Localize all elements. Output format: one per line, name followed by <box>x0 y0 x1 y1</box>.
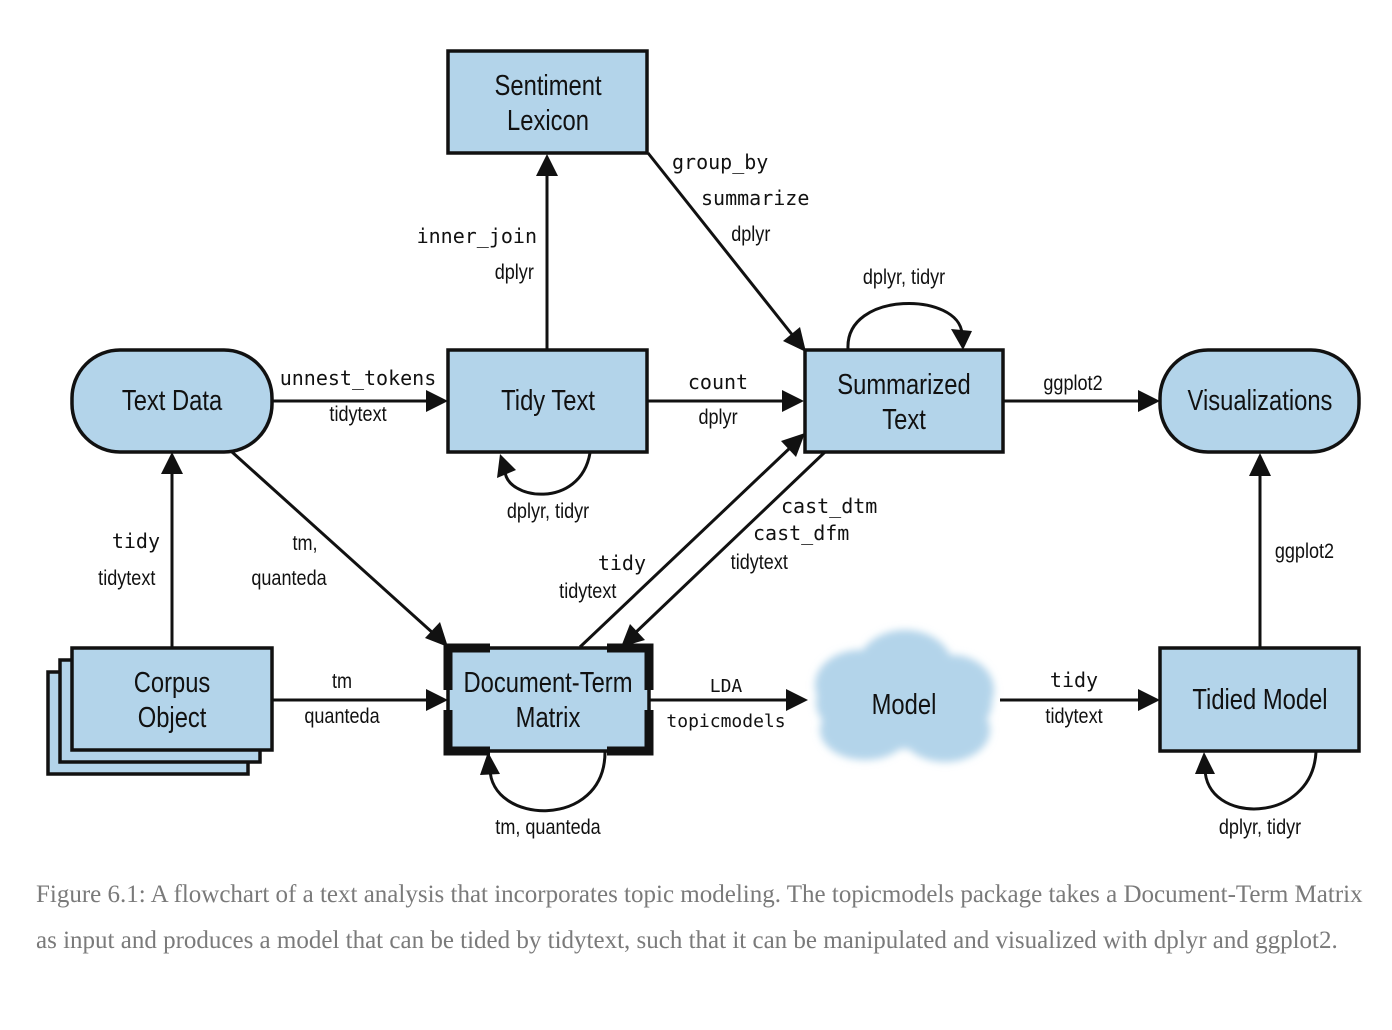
node-tidy-text: Tidy Text <box>446 348 649 454</box>
label-count: count <box>688 370 748 394</box>
label-tidytext-1: tidytext <box>329 403 387 427</box>
edge-corpus-to-text <box>161 452 183 648</box>
label-topicmodels: topicmodels <box>666 711 785 732</box>
label-lda: LDA <box>710 676 743 697</box>
loop-summarized <box>846 301 972 350</box>
node-sentiment-lexicon: Sentiment Lexicon <box>446 49 649 155</box>
label-dtm-loop: tm, quanteda <box>495 816 600 840</box>
node-sentiment-lexicon-line2: Lexicon <box>507 104 589 137</box>
node-text-data-label: Text Data <box>122 384 223 417</box>
label-tm-comma: tm, <box>292 532 317 556</box>
edge-tidy-to-lexicon <box>536 154 558 349</box>
node-tidied-model-label: Tidied Model <box>1192 683 1327 716</box>
node-dtm-line2: Matrix <box>516 701 581 734</box>
label-tidy-loop: dplyr, tidyr <box>507 500 590 524</box>
node-model-cloud: Model <box>815 630 994 762</box>
node-dtm-line1: Document-Term <box>463 666 632 699</box>
node-summarized-text: Summarized Text <box>803 348 1005 454</box>
edge-tidy-to-summarized <box>648 390 804 412</box>
edge-lexicon-to-summarized <box>646 152 806 352</box>
edge-text-to-dtm <box>230 450 448 647</box>
label-cast-dfm: cast_dfm <box>753 521 849 545</box>
figure-caption: Figure 6.1: A flowchart of a text analys… <box>36 881 1363 954</box>
label-tidytext-5: tidytext <box>1045 705 1103 729</box>
label-inner-join: inner_join <box>417 224 537 248</box>
node-corpus-object-line2: Object <box>138 701 207 734</box>
node-summarized-text-line1: Summarized <box>837 368 970 401</box>
label-ggplot2-2: ggplot2 <box>1275 540 1334 564</box>
label-summarized-loop: dplyr, tidyr <box>863 266 946 290</box>
node-visualizations: Visualizations <box>1158 348 1361 454</box>
edge-dtm-to-model <box>650 689 808 711</box>
edge-model-to-tidied <box>1000 689 1160 711</box>
node-tidy-text-label: Tidy Text <box>501 384 595 417</box>
node-corpus-object-line1: Corpus <box>134 666 211 699</box>
node-model-label: Model <box>872 688 937 721</box>
label-unnest-tokens: unnest_tokens <box>280 366 437 390</box>
label-tidied-loop: dplyr, tidyr <box>1219 816 1302 840</box>
edge-summarized-to-viz <box>1004 390 1160 412</box>
label-summarize: summarize <box>701 186 809 210</box>
label-dplyr-3: dplyr <box>698 406 738 430</box>
loop-dtm <box>480 751 607 813</box>
label-quanteda-1: quanteda <box>251 567 326 591</box>
label-tidy-3: tidy <box>1050 668 1098 692</box>
edge-summarized-to-dtm <box>621 450 827 647</box>
edge-text-to-tidy <box>272 390 448 412</box>
loop-tidy-text <box>497 452 592 496</box>
label-tidy-1: tidy <box>112 529 160 553</box>
label-tidytext-4: tidytext <box>731 551 789 575</box>
label-dplyr-2: dplyr <box>731 223 771 247</box>
node-summarized-text-line2: Text <box>882 403 926 436</box>
node-document-term-matrix: Document-Term Matrix <box>443 643 654 756</box>
label-tidytext-3: tidytext <box>559 580 617 604</box>
label-quanteda-2: quanteda <box>304 705 379 729</box>
label-cast-dtm: cast_dtm <box>781 494 877 518</box>
node-corpus-object: Corpus Object <box>46 646 274 776</box>
label-dplyr-1: dplyr <box>495 261 535 285</box>
edge-tidied-to-viz <box>1249 453 1271 648</box>
label-group-by: group_by <box>672 150 768 174</box>
edge-corpus-to-dtm <box>272 689 448 711</box>
edge-dtm-to-summarized <box>578 433 805 649</box>
node-tidied-model: Tidied Model <box>1158 646 1361 753</box>
flowchart-diagram: Sentiment Lexicon Text Data Tidy Text Su… <box>46 49 1361 840</box>
node-visualizations-label: Visualizations <box>1188 384 1333 417</box>
node-sentiment-lexicon-line1: Sentiment <box>495 69 603 102</box>
node-text-data: Text Data <box>70 348 274 454</box>
label-tm: tm <box>332 670 352 694</box>
loop-tidied-model <box>1195 751 1318 811</box>
label-tidy-2: tidy <box>598 551 646 575</box>
label-tidytext-2: tidytext <box>98 567 156 591</box>
label-ggplot2-1: ggplot2 <box>1043 372 1102 396</box>
